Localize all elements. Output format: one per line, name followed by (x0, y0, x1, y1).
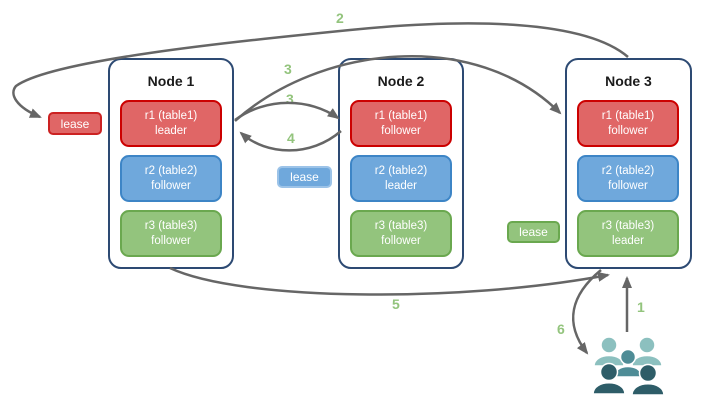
step-label-5: 5 (392, 296, 400, 312)
replica-name: r1 (table1) (374, 110, 428, 122)
replica-role: leader (612, 234, 644, 247)
node-1-replica-r1: r1 (table1) leader (120, 100, 222, 147)
step-label-6: 6 (557, 321, 565, 337)
step-label-3a: 3 (284, 61, 292, 77)
node-3-replica-r2: r2 (table2) follower (577, 155, 679, 202)
replica-role: follower (381, 124, 421, 137)
replica-role: leader (155, 124, 187, 137)
node-3-replica-r1: r1 (table1) follower (577, 100, 679, 147)
replica-role: follower (608, 124, 648, 137)
replica-role: leader (385, 179, 417, 192)
node-2-replica-r2: r2 (table2) leader (350, 155, 452, 202)
node-1-replica-r2: r2 (table2) follower (120, 155, 222, 202)
node-1-title: Node 1 (147, 73, 195, 89)
arrow-step-6 (572, 269, 602, 355)
replica-name: r2 (table2) (601, 165, 655, 177)
lease-badge-table3: lease (507, 221, 560, 243)
lease-badge-table1: lease (48, 112, 102, 135)
lease-badge-table2: lease (277, 166, 332, 188)
replica-role: follower (608, 179, 648, 192)
step-label-3b: 3 (286, 91, 294, 107)
arrow-step-5 (169, 266, 610, 296)
node-1-replica-r3: r3 (table3) follower (120, 210, 222, 257)
replica-name: r2 (table2) (144, 165, 198, 177)
replica-role: follower (381, 234, 421, 247)
node-2-replica-r1: r1 (table1) follower (350, 100, 452, 147)
node-3-title: Node 3 (605, 73, 652, 89)
node-1: Node 1 r1 (table1) leader r2 (table2) fo… (108, 58, 234, 269)
users-group-icon (592, 336, 665, 396)
step-label-1: 1 (637, 299, 645, 315)
node-3-replica-r3: r3 (table3) leader (577, 210, 679, 257)
replica-name: r2 (table2) (374, 165, 428, 177)
replica-role: follower (151, 179, 191, 192)
replica-name: r1 (table1) (601, 110, 655, 122)
replica-name: r1 (table1) (144, 110, 198, 122)
node-2: Node 2 r1 (table1) follower r2 (table2) … (338, 58, 464, 269)
node-3: Node 3 r1 (table1) follower r2 (table2) … (565, 58, 692, 269)
step-label-4: 4 (287, 130, 295, 146)
replica-name: r3 (table3) (144, 220, 198, 232)
step-label-2: 2 (336, 10, 344, 26)
replica-name: r3 (table3) (374, 220, 428, 232)
arrow-step-2 (12, 22, 629, 119)
node-2-replica-r3: r3 (table3) follower (350, 210, 452, 257)
node-2-title: Node 2 (377, 73, 425, 89)
replica-role: follower (151, 234, 191, 247)
replica-name: r3 (table3) (601, 220, 655, 232)
